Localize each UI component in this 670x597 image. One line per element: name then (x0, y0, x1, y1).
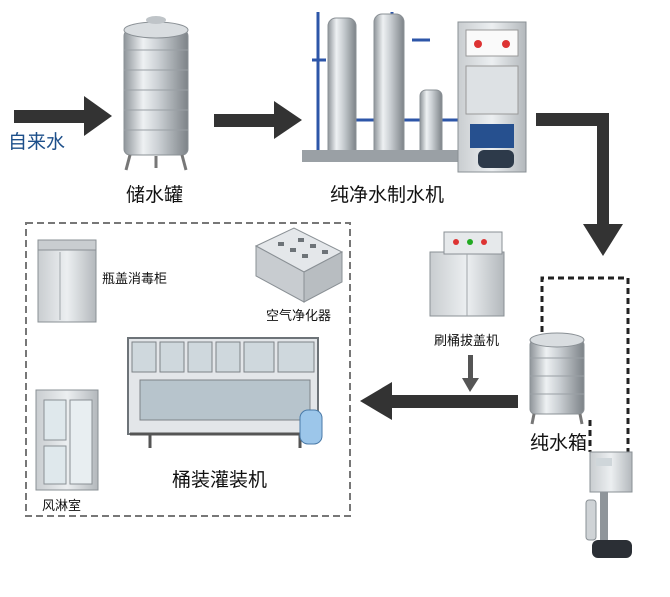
tap-water-label: 自来水 (8, 131, 66, 153)
pure-water-tank-label: 纯水箱 (530, 432, 588, 454)
air-purifier-label: 空气净化器 (266, 309, 332, 324)
pure-water-tank-image (529, 332, 585, 425)
arrow-puretank-to-filler (360, 382, 518, 420)
arrow-tapwater-to-tank (14, 96, 112, 136)
arrow-machine-to-puretank (536, 113, 623, 256)
cap-sterilizer-image (37, 239, 97, 323)
air-shower-room-label: 风淋室 (42, 499, 82, 514)
barrel-filling-machine-label: 桶装灌装机 (172, 469, 268, 491)
dashed-loop (540, 276, 630, 470)
brush-cap-remover-label: 刷桶拔盖机 (434, 334, 500, 349)
cap-sterilizer-label: 瓶盖消毒柜 (102, 272, 168, 287)
storage-tank-image (123, 16, 189, 171)
arrow-tank-to-machine (214, 101, 302, 139)
pure-water-machine-label: 纯净水制水机 (330, 184, 445, 206)
pure-water-machine-image (302, 12, 527, 173)
air-purifier-image (254, 227, 344, 303)
air-shower-room-image (35, 389, 99, 491)
storage-tank-label: 储水罐 (126, 184, 184, 206)
ozone-generator-image (585, 451, 633, 558)
filling-machine-image (127, 337, 323, 448)
arrow-brusher-down (462, 355, 479, 392)
brush-cap-remover-image (429, 231, 505, 317)
